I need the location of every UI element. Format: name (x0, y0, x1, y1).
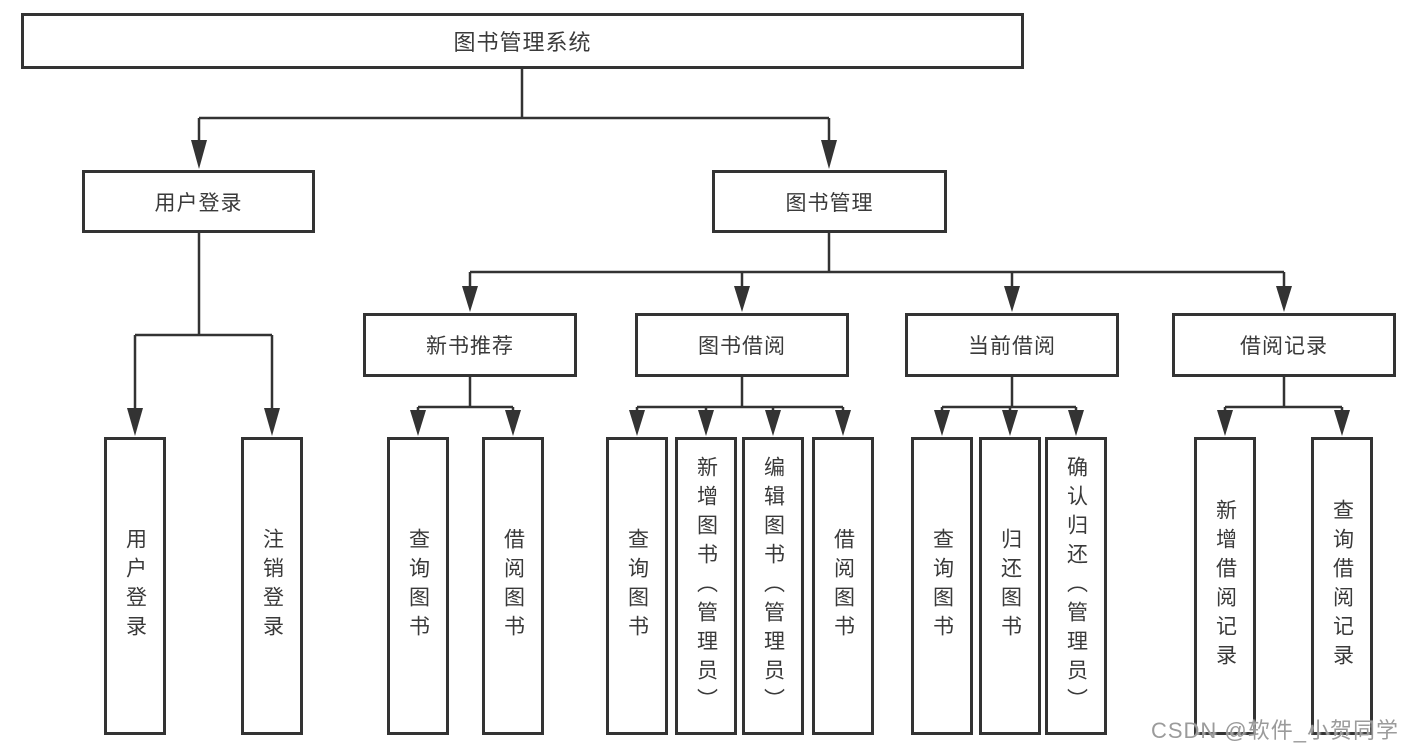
leaf-return-books: 归还图书 (979, 437, 1041, 735)
leaf-query-borrow-record: 查询借阅记录 (1311, 437, 1373, 735)
leaf-add-books-admin: 新增图书（管理员） (675, 437, 737, 735)
csdn-watermark: CSDN @软件_小贺同学 (1150, 718, 1399, 743)
leaf-confirm-return-admin: 确认归还（管理员） (1045, 437, 1107, 735)
leaf-borrow-books: 借阅图书 (812, 437, 874, 735)
leaf-query-books-borrowing: 查询图书 (606, 437, 668, 735)
node-book-borrowing: 图书借阅 (635, 313, 849, 377)
leaf-user-login: 用户登录 (104, 437, 166, 735)
leaf-query-books-current: 查询图书 (911, 437, 973, 735)
leaf-add-borrow-record: 新增借阅记录 (1194, 437, 1256, 735)
node-user-login: 用户登录 (82, 170, 315, 233)
leaf-query-books-recommend: 查询图书 (387, 437, 449, 735)
leaf-logout: 注销登录 (241, 437, 303, 735)
node-book-management: 图书管理 (712, 170, 947, 233)
leaf-edit-books-admin: 编辑图书（管理员） (742, 437, 804, 735)
node-new-book-recommendation: 新书推荐 (363, 313, 577, 377)
leaf-borrow-books-recommend: 借阅图书 (482, 437, 544, 735)
node-current-borrowing: 当前借阅 (905, 313, 1119, 377)
node-root-system: 图书管理系统 (21, 13, 1024, 69)
node-borrowing-records: 借阅记录 (1172, 313, 1396, 377)
